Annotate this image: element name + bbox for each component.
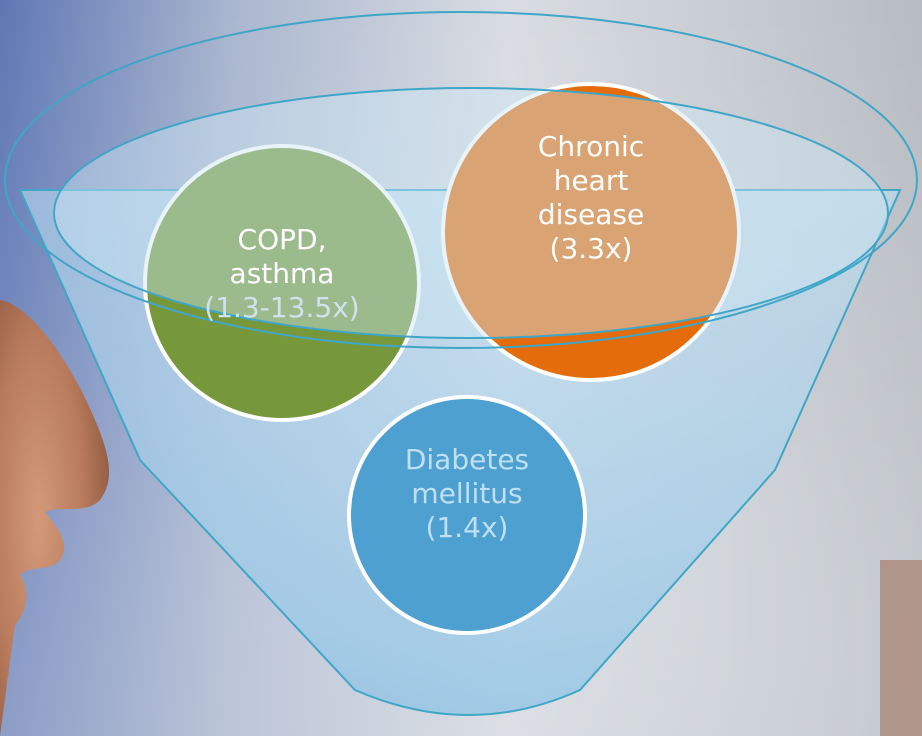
face-profile	[0, 300, 110, 736]
copd-circle	[143, 144, 421, 422]
copd-label-line-2: asthma	[229, 257, 335, 290]
heart-label-line-2: heart	[553, 164, 629, 197]
heart-label: Chronic heart disease (3.3x)	[491, 130, 691, 266]
diabetes-label-line-3: (1.4x)	[425, 511, 509, 544]
heart-label-line-1: Chronic	[537, 130, 645, 163]
diabetes-label-line-2: mellitus	[411, 477, 523, 510]
copd-label-line-3: (1.3-13.5x)	[204, 291, 360, 324]
diabetes-label: Diabetes mellitus (1.4x)	[367, 443, 567, 545]
heart-label-line-3: disease	[537, 198, 645, 231]
diabetes-label-line-1: Diabetes	[404, 443, 530, 476]
copd-label: COPD, asthma (1.3-13.5x)	[182, 223, 382, 325]
funnel-rim-outer	[4, 11, 918, 349]
background-right-shadow	[880, 560, 922, 736]
heart-circle	[441, 82, 741, 382]
copd-label-line-1: COPD,	[237, 223, 327, 256]
diabetes-circle	[347, 395, 587, 635]
funnel-mouth	[53, 87, 889, 339]
heart-label-line-4: (3.3x)	[549, 232, 633, 265]
